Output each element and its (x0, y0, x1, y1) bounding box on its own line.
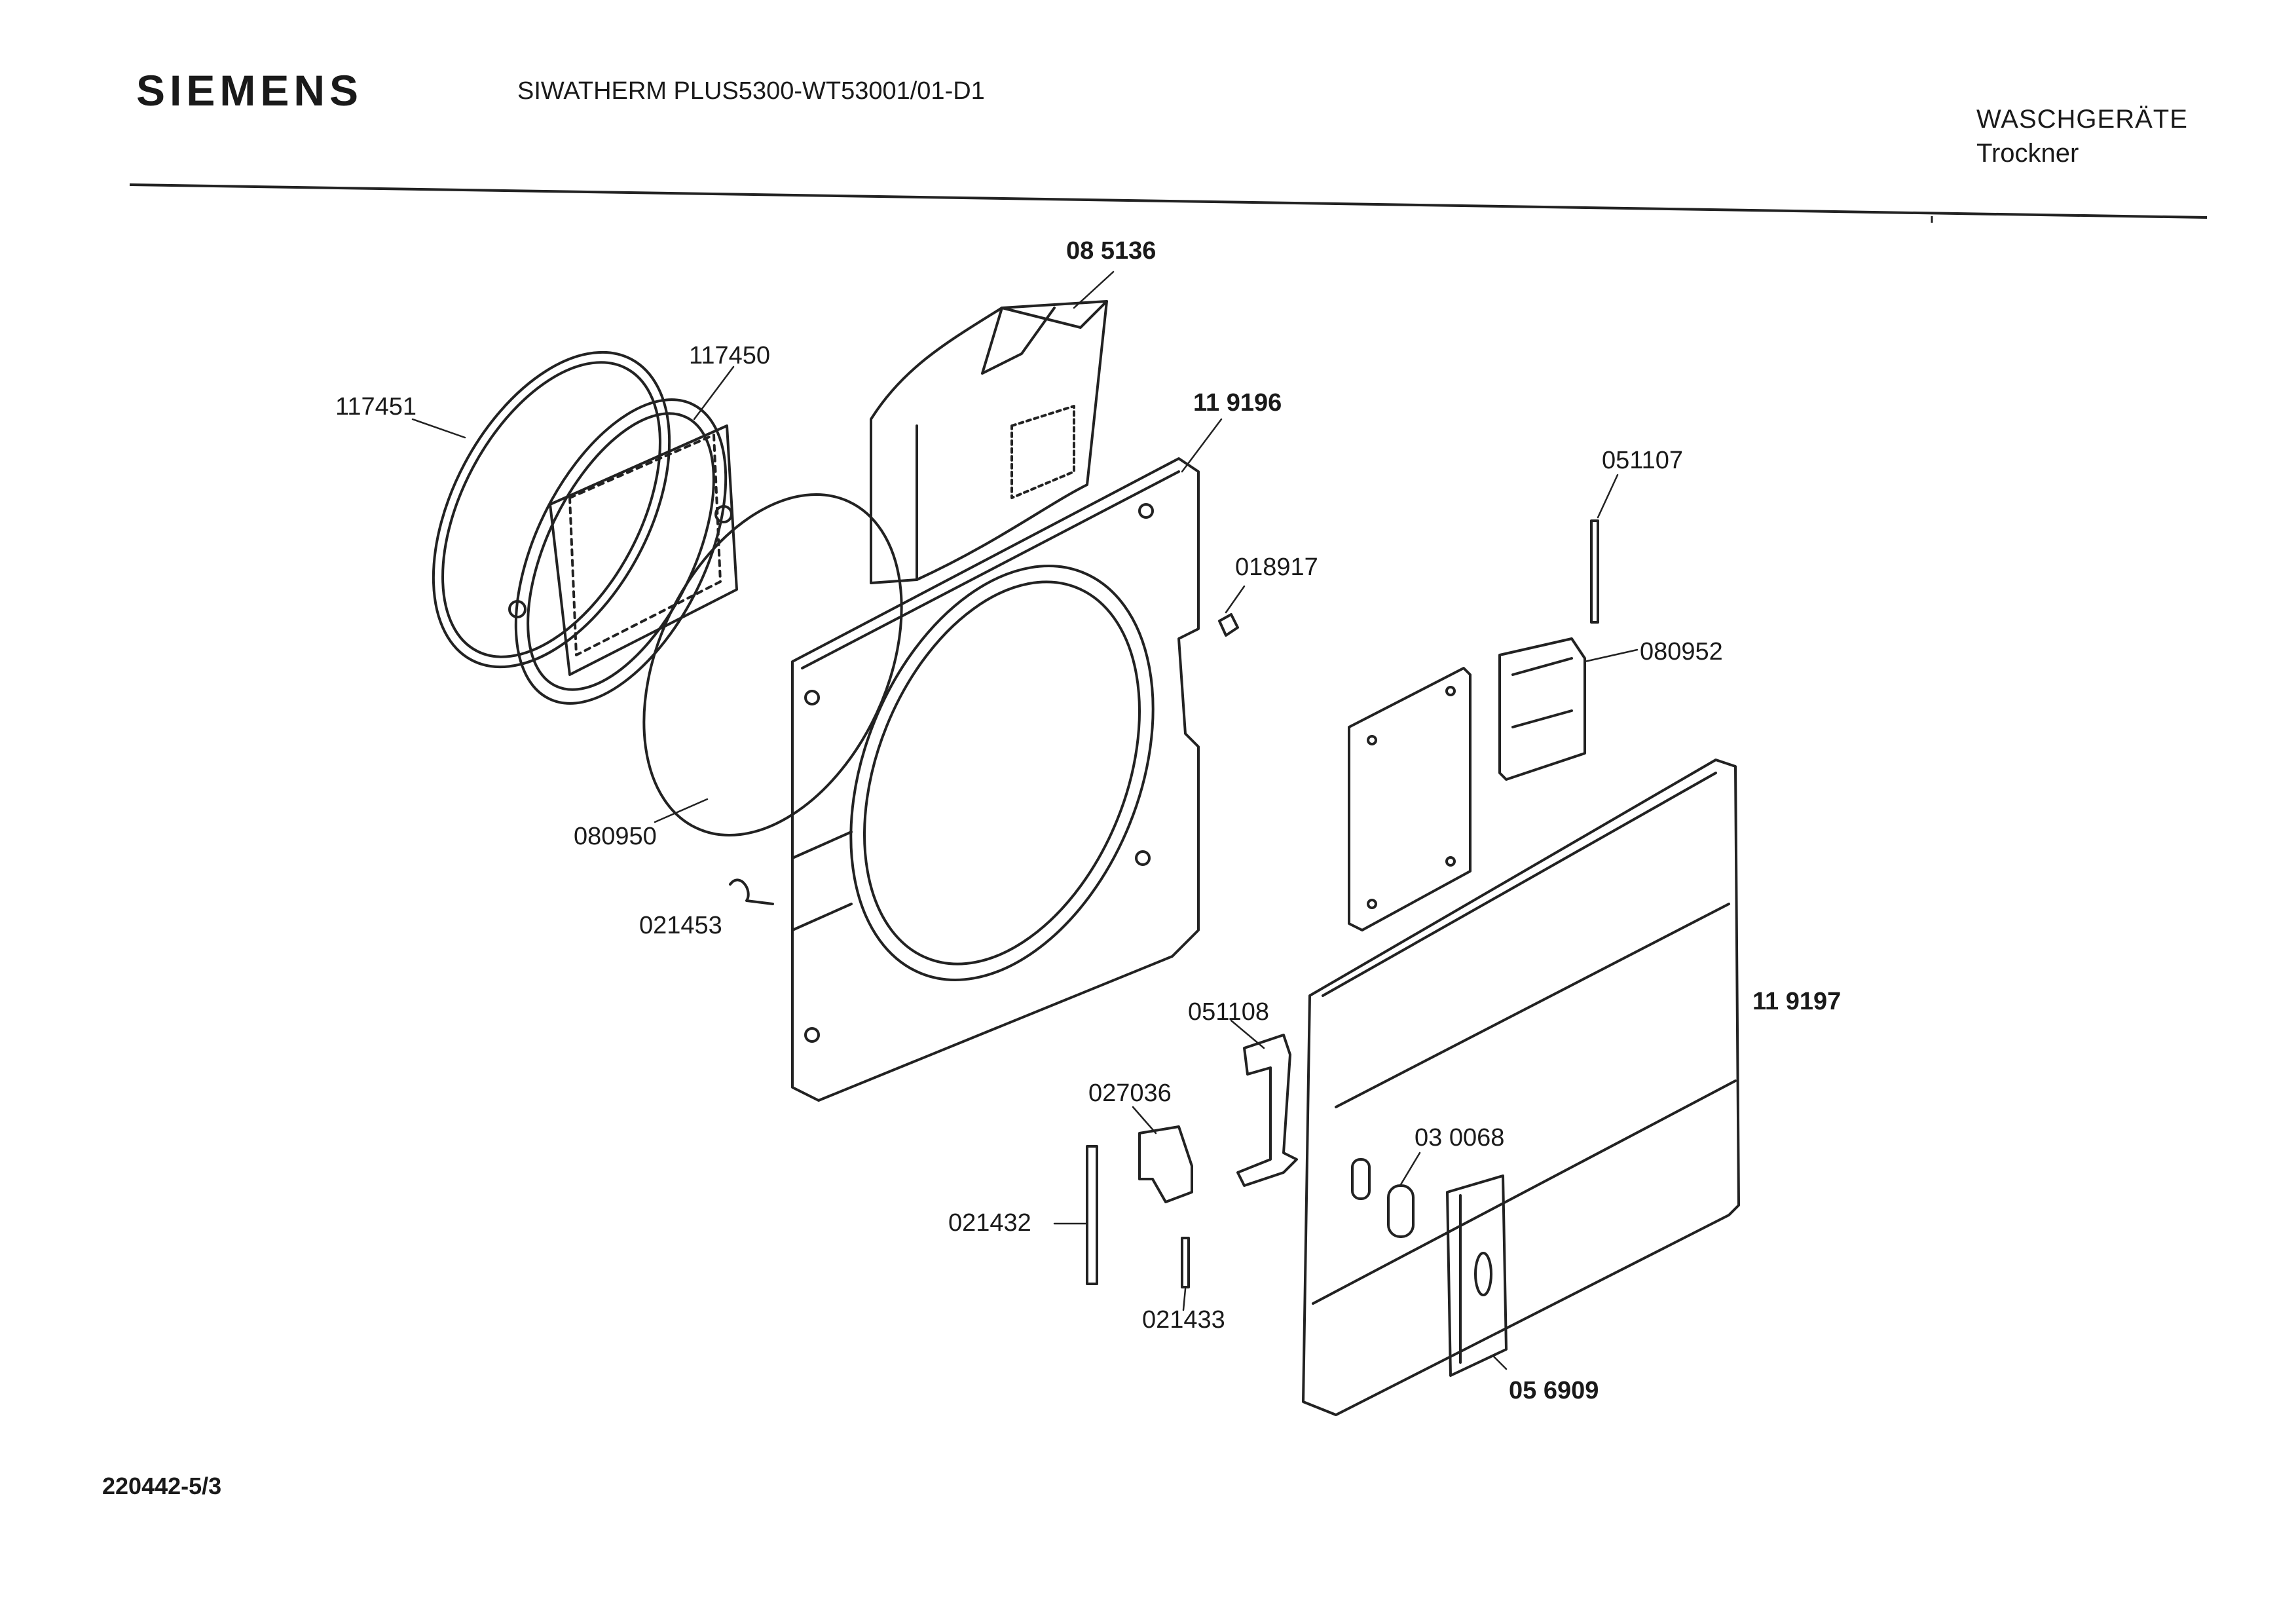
part-label-051108: 051108 (1188, 998, 1269, 1026)
part-label-080952: 080952 (1640, 638, 1723, 666)
door-window-117450 (508, 398, 738, 705)
part-label-056909: 05 6909 (1509, 1377, 1599, 1404)
part-label-021433: 021433 (1142, 1306, 1225, 1334)
handle-056909 (1446, 1174, 1508, 1377)
lint-filter-085136 (870, 300, 1108, 584)
header-divider (129, 183, 2208, 219)
strip-021432 (1086, 1145, 1098, 1285)
part-label-119196: 11 9196 (1193, 389, 1282, 417)
screw-021453 (729, 878, 774, 905)
brand-logo: SIEMENS (136, 66, 363, 115)
part-label-117451: 117451 (335, 393, 417, 421)
part-label-119197: 11 9197 (1752, 988, 1842, 1015)
part-label-051107: 051107 (1602, 447, 1683, 474)
nut-018917 (1218, 613, 1239, 637)
latch-051108 (1236, 1034, 1298, 1187)
part-label-085136: 08 5136 (1066, 237, 1157, 265)
front-panel-119196 (791, 457, 1200, 1102)
part-label-027036: 027036 (1088, 1079, 1172, 1107)
part-label-021432: 021432 (948, 1209, 1031, 1237)
rod-021433 (1181, 1237, 1190, 1288)
gasket-ring-117451 (432, 350, 671, 669)
leader-lines (411, 271, 1639, 1370)
catch-027036 (1138, 1125, 1193, 1203)
part-label-021453: 021453 (639, 912, 722, 939)
door-119197 (1302, 759, 1740, 1416)
hinge-080952 (1498, 637, 1586, 781)
pin-051107 (1590, 519, 1599, 624)
document-number: 220442-5/3 (102, 1473, 222, 1499)
category-label: WASCHGERÄTE (1976, 105, 2188, 134)
model-title: SIWATHERM PLUS5300-WT53001/01-D1 (517, 77, 985, 105)
part-label-117450: 117450 (689, 342, 770, 369)
part-label-018917: 018917 (1235, 554, 1318, 581)
part-label-080950: 080950 (574, 823, 657, 850)
cover-plate (1348, 667, 1472, 931)
part-label-030068: 03 0068 (1415, 1124, 1505, 1152)
subcategory-label: Trockner (1976, 139, 2079, 168)
